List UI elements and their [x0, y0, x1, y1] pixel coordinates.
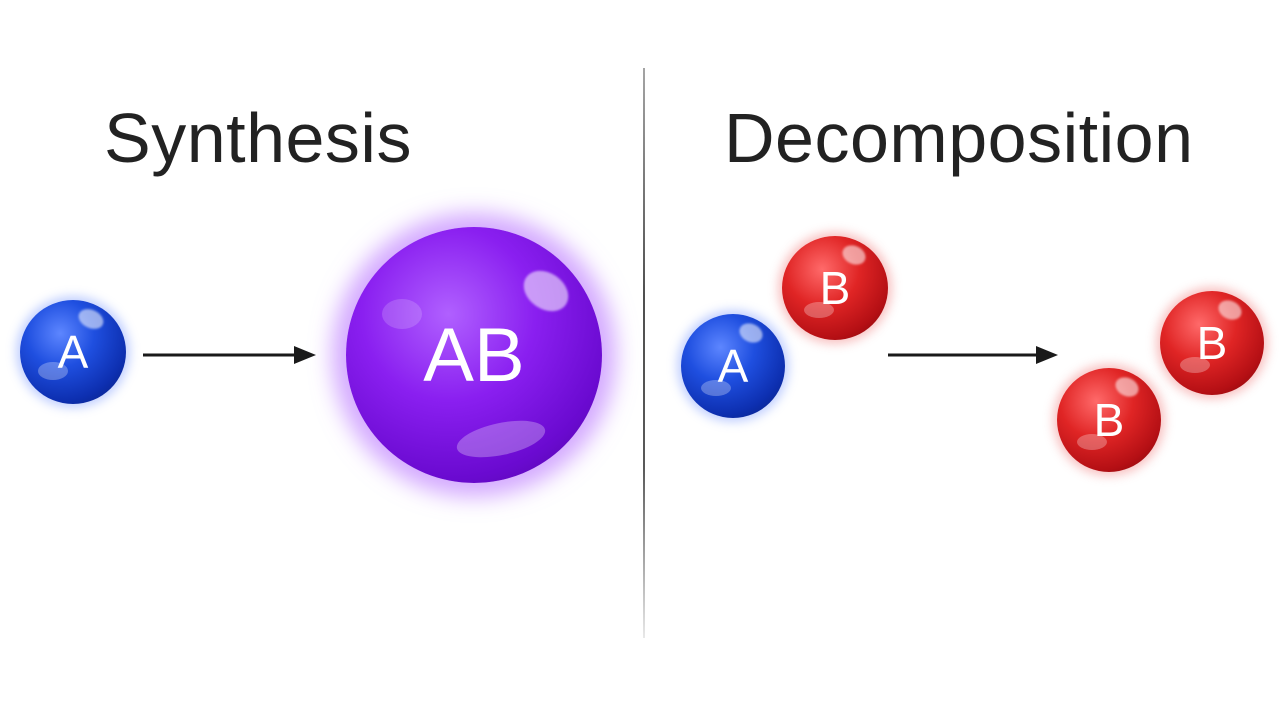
atom-a-synthesis: A [20, 300, 126, 404]
atom-b-top-label: B [819, 262, 851, 314]
atom-a-decomposition: A [681, 314, 785, 418]
atom-b-bottom-label: B [1093, 394, 1125, 446]
molecule-ab: AB [346, 227, 602, 483]
section-divider [643, 68, 645, 638]
atom-a-label: A [57, 326, 89, 378]
atom-b-right: B [1160, 291, 1264, 395]
atom-b-top: B [782, 236, 888, 340]
decomposition-arrow [888, 346, 1058, 364]
synthesis-title: Synthesis [104, 99, 412, 177]
atom-a-decomposition-label: A [717, 340, 749, 392]
atom-b-bottom: B [1057, 368, 1161, 472]
synthesis-arrow [143, 346, 316, 364]
decomposition-title: Decomposition [724, 99, 1194, 177]
molecule-ab-label: AB [423, 312, 525, 398]
atom-b-right-label: B [1196, 317, 1228, 369]
